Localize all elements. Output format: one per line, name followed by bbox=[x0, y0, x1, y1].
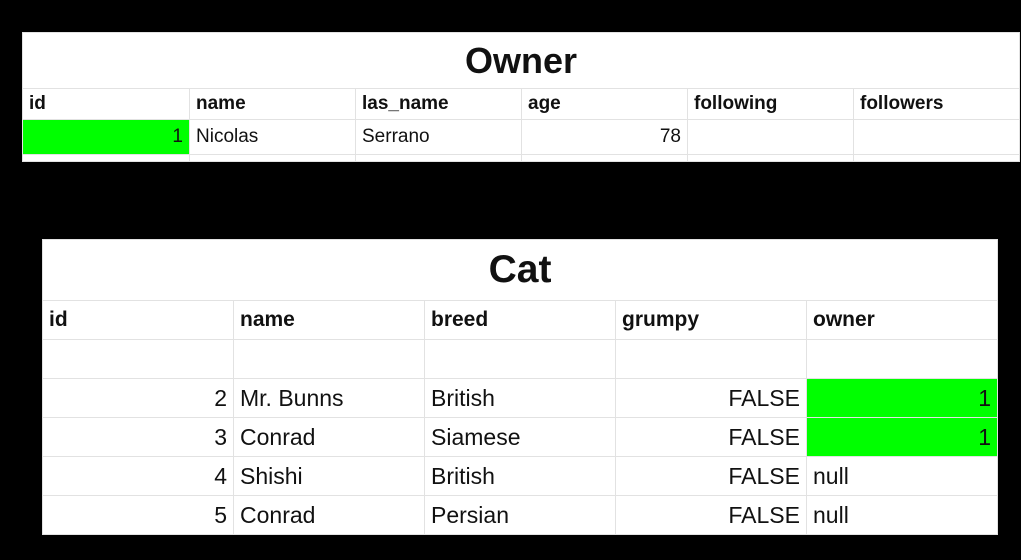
cat-cell-breed[interactable]: British bbox=[424, 456, 616, 496]
owner-partial-row bbox=[22, 154, 1021, 162]
cat-header-grumpy[interactable]: grumpy bbox=[615, 300, 807, 340]
table-row: 3 Conrad Siamese FALSE 1 bbox=[42, 417, 999, 457]
owner-cell-followers[interactable] bbox=[852, 119, 1021, 155]
cat-cell-id[interactable]: 2 bbox=[42, 378, 234, 418]
cat-empty-cell[interactable] bbox=[805, 339, 999, 379]
owner-cell-age[interactable]: 78 bbox=[521, 119, 688, 155]
table-row: 4 Shishi British FALSE null bbox=[42, 456, 999, 496]
cat-table-title: Cat bbox=[41, 239, 999, 301]
cat-cell-name[interactable]: Shishi bbox=[233, 456, 425, 496]
cat-header-owner[interactable]: owner bbox=[805, 300, 999, 340]
table-row: 2 Mr. Bunns British FALSE 1 bbox=[42, 378, 999, 418]
cat-header-row: id name breed grumpy owner bbox=[42, 300, 999, 340]
cat-cell-id[interactable]: 3 bbox=[42, 417, 234, 457]
cat-header-name[interactable]: name bbox=[233, 300, 425, 340]
owner-empty-cell[interactable] bbox=[687, 154, 854, 162]
owner-table-title: Owner bbox=[21, 32, 1021, 89]
owner-header-row: id name las_name age following followers bbox=[22, 88, 1021, 120]
cat-cell-breed[interactable]: British bbox=[424, 378, 616, 418]
cat-header-id[interactable]: id bbox=[42, 300, 234, 340]
table-row: 1 Nicolas Serrano 78 bbox=[22, 119, 1021, 155]
cat-empty-row bbox=[42, 339, 999, 379]
cat-cell-id[interactable]: 4 bbox=[42, 456, 234, 496]
owner-header-following[interactable]: following bbox=[687, 88, 854, 120]
cat-empty-cell[interactable] bbox=[615, 339, 807, 379]
cat-cell-grumpy[interactable]: FALSE bbox=[615, 456, 807, 496]
cat-cell-name[interactable]: Mr. Bunns bbox=[233, 378, 425, 418]
cat-cell-grumpy[interactable]: FALSE bbox=[615, 495, 807, 535]
cat-cell-breed[interactable]: Persian bbox=[424, 495, 616, 535]
owner-empty-cell[interactable] bbox=[852, 154, 1021, 162]
owner-empty-cell[interactable] bbox=[521, 154, 688, 162]
cat-title-row: Cat bbox=[41, 239, 999, 301]
owner-header-name[interactable]: name bbox=[189, 88, 356, 120]
cat-cell-owner[interactable]: null bbox=[805, 456, 999, 496]
cat-empty-cell[interactable] bbox=[233, 339, 425, 379]
owner-cell-id[interactable]: 1 bbox=[22, 119, 190, 155]
owner-cell-following[interactable] bbox=[687, 119, 854, 155]
cat-cell-name[interactable]: Conrad bbox=[233, 495, 425, 535]
owner-cell-name[interactable]: Nicolas bbox=[189, 119, 356, 155]
owner-header-age[interactable]: age bbox=[521, 88, 688, 120]
owner-empty-cell[interactable] bbox=[189, 154, 356, 162]
cat-empty-cell[interactable] bbox=[424, 339, 616, 379]
owner-header-id[interactable]: id bbox=[22, 88, 190, 120]
cat-empty-cell[interactable] bbox=[42, 339, 234, 379]
cat-cell-name[interactable]: Conrad bbox=[233, 417, 425, 457]
cat-cell-owner[interactable]: null bbox=[805, 495, 999, 535]
cat-cell-grumpy[interactable]: FALSE bbox=[615, 378, 807, 418]
cat-cell-owner[interactable]: 1 bbox=[805, 378, 999, 418]
owner-empty-cell[interactable] bbox=[22, 154, 190, 162]
owner-empty-cell[interactable] bbox=[355, 154, 522, 162]
owner-title-row: Owner bbox=[21, 32, 1021, 89]
cat-cell-id[interactable]: 5 bbox=[42, 495, 234, 535]
cat-cell-grumpy[interactable]: FALSE bbox=[615, 417, 807, 457]
owner-header-las-name[interactable]: las_name bbox=[355, 88, 522, 120]
cat-cell-breed[interactable]: Siamese bbox=[424, 417, 616, 457]
cat-cell-owner[interactable]: 1 bbox=[805, 417, 999, 457]
owner-cell-las-name[interactable]: Serrano bbox=[355, 119, 522, 155]
table-row: 5 Conrad Persian FALSE null bbox=[42, 495, 999, 535]
owner-table: Owner id name las_name age following fol… bbox=[21, 32, 1021, 162]
owner-header-followers[interactable]: followers bbox=[852, 88, 1021, 120]
cat-header-breed[interactable]: breed bbox=[424, 300, 616, 340]
cat-table: Cat id name breed grumpy owner 2 Mr. Bun… bbox=[41, 239, 999, 535]
